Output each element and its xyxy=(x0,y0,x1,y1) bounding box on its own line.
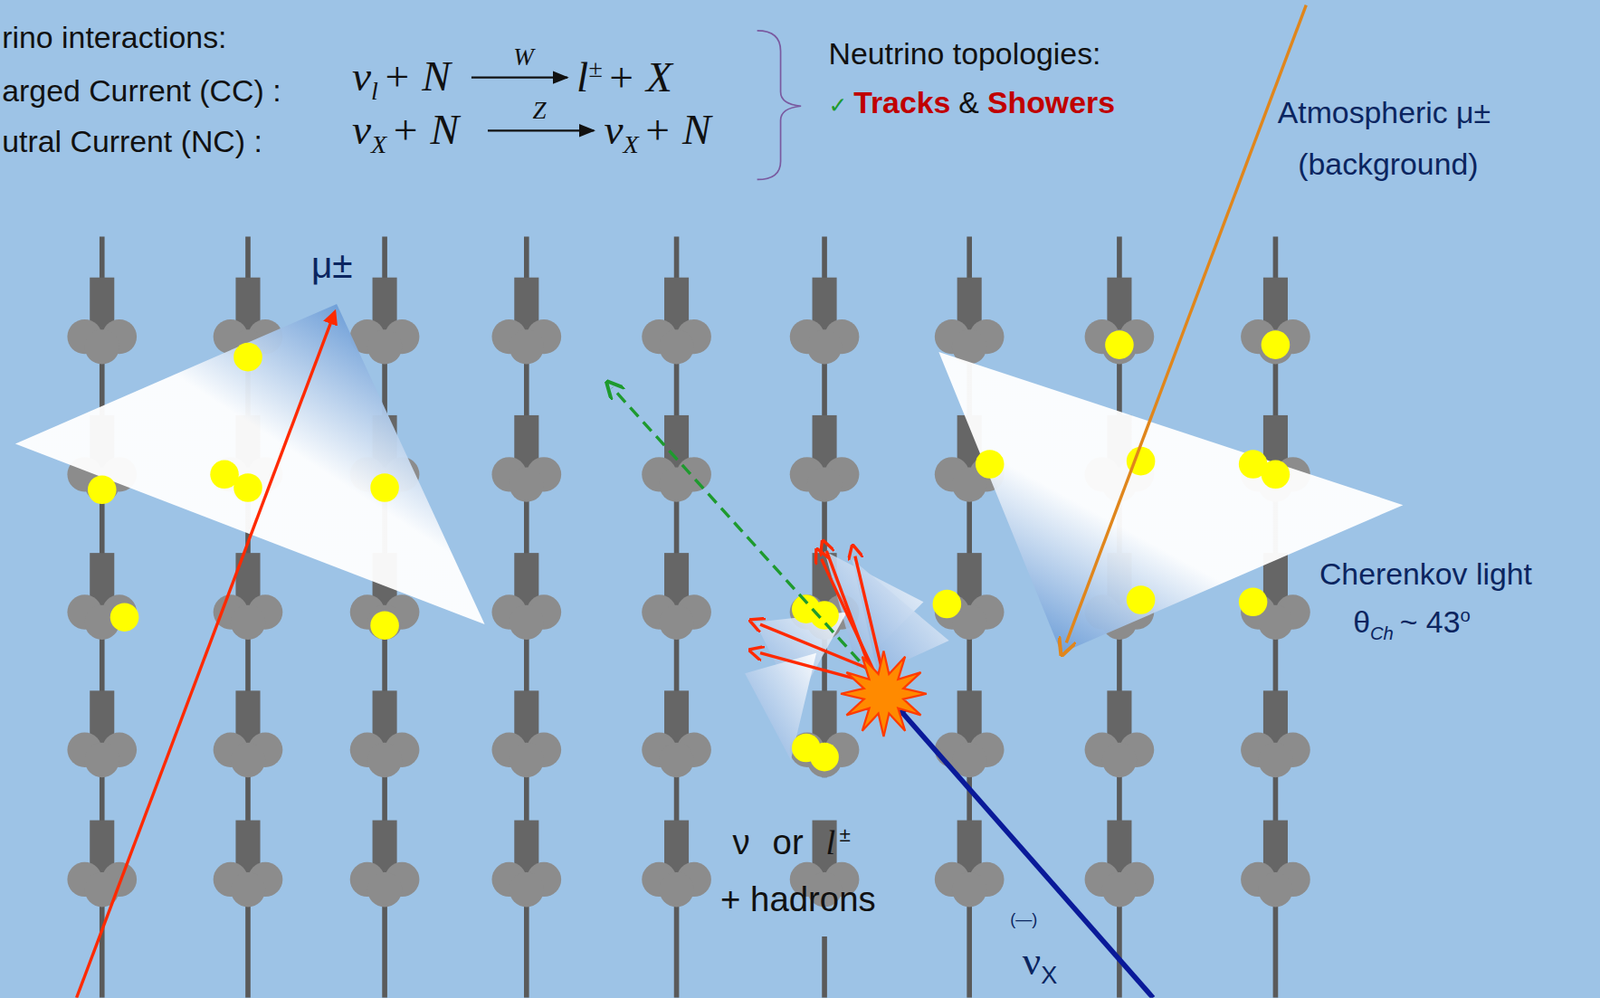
text-line: θCh ~ 43o xyxy=(1352,606,1471,644)
cherenkov-cone xyxy=(15,304,486,625)
label: + N xyxy=(390,105,459,153)
label: ν xyxy=(352,105,372,153)
bracket xyxy=(757,30,801,181)
text-line: utral Current (NC) : xyxy=(1,126,263,158)
label: (—) xyxy=(1009,910,1038,928)
neutrino-track xyxy=(893,702,1154,998)
reaction-arrow xyxy=(471,76,568,79)
text-line: (background) xyxy=(1297,149,1478,181)
label: Atmospheric μ± xyxy=(1277,95,1491,130)
label: rino interactions: xyxy=(1,20,227,55)
text-line: + hadrons xyxy=(720,881,877,916)
label: W xyxy=(513,43,534,70)
label: + X xyxy=(606,54,673,102)
text-line: Cherenkov light xyxy=(1319,559,1533,591)
text-line: Atmospheric μ± xyxy=(1277,97,1491,129)
label: (background) xyxy=(1297,146,1478,181)
text-line: rino interactions: xyxy=(1,22,227,54)
muon-track xyxy=(76,312,335,998)
label: Showers xyxy=(987,85,1115,120)
outgoing-neutrino xyxy=(612,387,874,676)
label: X xyxy=(623,131,639,159)
text-line: νX+ N xyxy=(352,108,459,159)
label: ✓ xyxy=(828,93,848,119)
label: l xyxy=(576,54,589,102)
interaction-vertex xyxy=(840,650,927,737)
text-line: W xyxy=(513,45,534,70)
label: Cherenkov light xyxy=(1319,557,1533,591)
label: Neutrino topologies: xyxy=(828,37,1102,71)
text-line: Z xyxy=(533,97,547,123)
label: + hadrons xyxy=(720,879,877,919)
label: arged Current (CC) : xyxy=(1,73,281,107)
label: ν xyxy=(604,105,624,153)
label: l xyxy=(371,77,379,105)
label: μ± xyxy=(311,243,353,286)
text-line: νX+ N xyxy=(604,108,712,159)
text-line: Neutrino topologies: xyxy=(828,38,1102,70)
text-line: arged Current (CC) : xyxy=(1,75,281,106)
label: ~ 43 xyxy=(1400,605,1461,639)
text-line: l±+ X xyxy=(576,55,673,99)
label: Tracks xyxy=(853,85,951,120)
label: ν xyxy=(733,822,751,862)
label: + N xyxy=(642,105,711,153)
label: or xyxy=(772,822,804,862)
label: Ch xyxy=(1370,623,1394,645)
label: ± xyxy=(588,54,602,82)
label: ν xyxy=(352,53,372,101)
text-line: ✓Tracks&Showers xyxy=(828,87,1115,119)
label: ν xyxy=(1022,937,1041,984)
text-line: νl+ N xyxy=(352,55,451,105)
label: + N xyxy=(381,53,450,101)
text-line: (—) xyxy=(1009,911,1038,928)
label: ± xyxy=(839,823,851,847)
label: & xyxy=(958,85,980,120)
cherenkov-cone xyxy=(938,352,1403,654)
text-line: νX xyxy=(1022,941,1058,989)
label: θ xyxy=(1352,605,1371,639)
text-line: νorl± xyxy=(733,824,851,861)
hit-modules xyxy=(87,330,1290,772)
label: Z xyxy=(533,96,547,124)
text-line: μ± xyxy=(311,247,353,285)
reaction-arrow xyxy=(487,129,594,132)
label: utral Current (NC) : xyxy=(1,124,263,159)
label: l xyxy=(825,823,836,862)
label: o xyxy=(1459,605,1470,627)
label: X xyxy=(371,131,387,159)
label: X xyxy=(1040,961,1058,989)
